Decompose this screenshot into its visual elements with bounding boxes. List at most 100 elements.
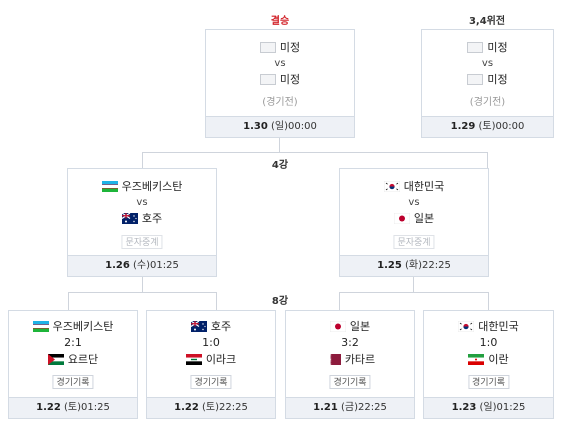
jordan-flag-icon bbox=[47, 354, 64, 365]
final-team2: 미정 bbox=[206, 73, 354, 87]
live-text-button[interactable]: 문자중계 bbox=[121, 235, 163, 249]
iraq-flag-icon bbox=[185, 354, 202, 365]
team-name: 대한민국 bbox=[403, 180, 445, 193]
q3-score: 3:2 bbox=[341, 336, 359, 349]
semi2-team1[interactable]: 대한민국 bbox=[340, 180, 488, 194]
team-name: 이란 bbox=[488, 353, 509, 366]
match-time: 01:25 bbox=[496, 402, 526, 413]
team-name: 우즈베키스탄 bbox=[121, 180, 183, 193]
team-name: 호주 bbox=[141, 212, 163, 225]
match-day: (일) bbox=[479, 402, 497, 413]
australia-flag-icon bbox=[190, 321, 207, 332]
team-name: 일본 bbox=[413, 212, 435, 225]
connector-q-right-h bbox=[339, 292, 489, 293]
third-team2: 미정 bbox=[422, 73, 553, 87]
match-day: (토) bbox=[202, 402, 220, 413]
connector-semi-left bbox=[142, 152, 143, 168]
quarter3-match-card[interactable]: 일본 3:2 카타르 경기기록 1.21 (금)22:25 bbox=[285, 310, 415, 419]
korea-flag-icon bbox=[383, 181, 400, 192]
q1-schedule: 1.22 (토)01:25 bbox=[9, 397, 137, 418]
team-name: 우즈베키스탄 bbox=[52, 320, 114, 333]
q4-team1[interactable]: 대한민국 bbox=[424, 320, 553, 334]
placeholder-flag-icon bbox=[259, 42, 276, 53]
semi-label: 4강 bbox=[271, 160, 289, 171]
third-vs: vs bbox=[481, 58, 494, 69]
connector-semi-right bbox=[487, 152, 488, 168]
final-schedule: 1.30 (일)00:00 bbox=[206, 116, 354, 137]
match-day: (화) bbox=[405, 260, 423, 271]
semi2-schedule: 1.25 (화)22:25 bbox=[340, 255, 488, 276]
team-name: 미정 bbox=[487, 73, 508, 86]
quarter4-match-card[interactable]: 대한민국 1:0 이란 경기기록 1.23 (일)01:25 bbox=[423, 310, 554, 419]
q2-team2[interactable]: 이라크 bbox=[147, 353, 275, 367]
connector-semi1-down bbox=[142, 276, 143, 292]
match-date: 1.30 bbox=[243, 121, 268, 132]
match-day: (토) bbox=[64, 402, 82, 413]
match-date: 1.26 bbox=[105, 260, 130, 271]
q2-team1[interactable]: 호주 bbox=[147, 320, 275, 334]
match-record-button[interactable]: 경기기록 bbox=[467, 375, 510, 389]
final-team1: 미정 bbox=[206, 41, 354, 55]
team-name: 미정 bbox=[487, 41, 508, 54]
team-name: 이라크 bbox=[205, 353, 237, 366]
quarter-label: 8강 bbox=[271, 296, 289, 307]
match-date: 1.23 bbox=[451, 402, 477, 413]
semi1-schedule: 1.26 (수)01:25 bbox=[68, 255, 216, 276]
match-record-button[interactable]: 경기기록 bbox=[52, 375, 94, 389]
match-date: 1.29 bbox=[450, 121, 476, 132]
q2-score: 1:0 bbox=[202, 336, 220, 349]
connector-final-down bbox=[279, 138, 280, 152]
match-date: 1.21 bbox=[313, 402, 338, 413]
third-place-label: 3,4위전 bbox=[468, 16, 506, 27]
match-time: 22:25 bbox=[422, 260, 451, 271]
japan-flag-icon bbox=[393, 213, 410, 224]
semi2-match-card[interactable]: 대한민국 vs 일본 문자중계 1.25 (화)22:25 bbox=[339, 168, 489, 277]
connector-semi2-down bbox=[413, 276, 414, 292]
match-day: (토) bbox=[478, 121, 496, 132]
team-name: 미정 bbox=[279, 41, 301, 54]
q3-team1[interactable]: 일본 bbox=[286, 320, 414, 334]
third-place-match-card[interactable]: 미정 vs 미정 (경기전) 1.29 (토)00:00 bbox=[421, 29, 554, 138]
match-record-button[interactable]: 경기기록 bbox=[329, 375, 371, 389]
q1-team2[interactable]: 요르단 bbox=[9, 353, 137, 367]
q3-team2[interactable]: 카타르 bbox=[286, 353, 414, 367]
semi1-team1[interactable]: 우즈베키스탄 bbox=[68, 180, 216, 194]
semi2-team2[interactable]: 일본 bbox=[340, 212, 488, 226]
third-status: (경기전) bbox=[469, 97, 506, 108]
quarter1-match-card[interactable]: 우즈베키스탄 2:1 요르단 경기기록 1.22 (토)01:25 bbox=[8, 310, 138, 419]
third-team1: 미정 bbox=[422, 41, 553, 55]
quarter2-match-card[interactable]: 호주 1:0 이라크 경기기록 1.22 (토)22:25 bbox=[146, 310, 276, 419]
connector-q4 bbox=[488, 292, 489, 310]
team-name: 일본 bbox=[349, 320, 371, 333]
final-label: 결승 bbox=[270, 16, 290, 27]
match-time: 00:00 bbox=[495, 121, 525, 132]
match-date: 1.22 bbox=[36, 402, 61, 413]
match-time: 22:25 bbox=[219, 402, 248, 413]
connector-q3 bbox=[339, 292, 340, 310]
semi1-match-card[interactable]: 우즈베키스탄 vs 호주 문자중계 1.26 (수)01:25 bbox=[67, 168, 217, 277]
connector-q-left-h bbox=[68, 292, 217, 293]
match-record-button[interactable]: 경기기록 bbox=[190, 375, 232, 389]
q4-schedule: 1.23 (일)01:25 bbox=[424, 397, 553, 418]
live-text-button[interactable]: 문자중계 bbox=[393, 235, 435, 249]
final-match-card[interactable]: 미정 vs 미정 (경기전) 1.30 (일)00:00 bbox=[205, 29, 355, 138]
q1-team1[interactable]: 우즈베키스탄 bbox=[9, 320, 137, 334]
team-name: 대한민국 bbox=[478, 320, 519, 333]
match-time: 00:00 bbox=[288, 121, 317, 132]
qatar-flag-icon bbox=[324, 354, 341, 365]
match-day: (금) bbox=[341, 402, 359, 413]
japan-flag-icon bbox=[329, 321, 346, 332]
q4-team2[interactable]: 이란 bbox=[424, 353, 553, 367]
q1-score: 2:1 bbox=[64, 336, 82, 349]
team-name: 요르단 bbox=[67, 353, 99, 366]
q2-schedule: 1.22 (토)22:25 bbox=[147, 397, 275, 418]
uzbekistan-flag-icon bbox=[32, 321, 49, 332]
connector-q2 bbox=[216, 292, 217, 310]
match-time: 01:25 bbox=[81, 402, 110, 413]
final-vs: vs bbox=[274, 58, 286, 69]
match-time: 22:25 bbox=[358, 402, 387, 413]
team-name: 미정 bbox=[279, 73, 301, 86]
korea-flag-icon bbox=[458, 321, 475, 332]
q4-score: 1:0 bbox=[479, 336, 498, 349]
semi1-team2[interactable]: 호주 bbox=[68, 212, 216, 226]
